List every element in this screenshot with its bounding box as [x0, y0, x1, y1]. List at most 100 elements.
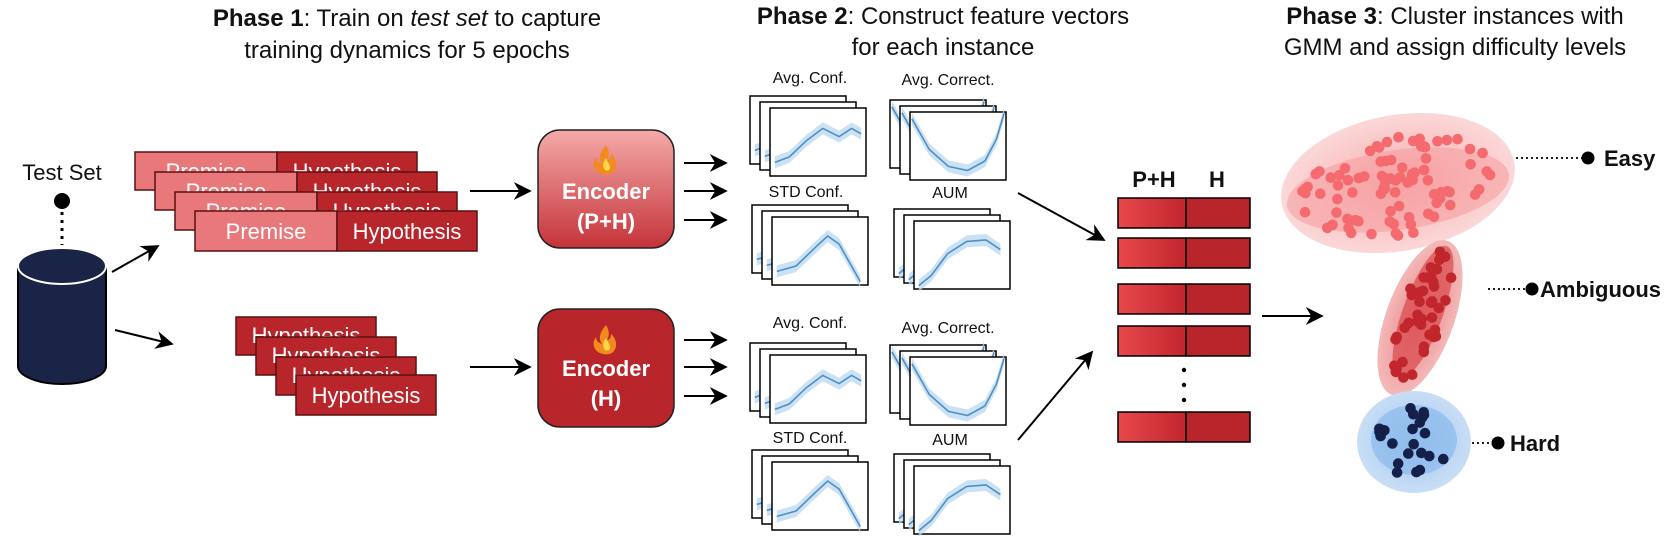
hard-point	[1419, 427, 1431, 439]
ambiguous-point	[1414, 296, 1425, 308]
metric-label-avg-correct: Avg. Correct.	[901, 320, 994, 337]
ambiguous-point	[1418, 272, 1430, 283]
feature-row	[1117, 325, 1251, 357]
feature-table-header-h: H	[1209, 167, 1225, 192]
std-conf-panel-top	[751, 204, 869, 288]
ambiguous-point	[1433, 302, 1444, 314]
premise-hypothesis-stack: Premise Hypothesis Premise Hypothesis Pr…	[134, 151, 478, 252]
chart-frame	[769, 107, 867, 177]
test-set-dot	[54, 193, 70, 209]
ambiguous-point	[1391, 331, 1403, 343]
hard-point	[1411, 466, 1422, 478]
phase-2-title-line2: for each instance	[852, 34, 1035, 61]
encoder-ph-output-arrows	[684, 154, 728, 229]
hypothesis-only-stack: Hypothesis Hypothesis Hypothesis Hypothe…	[235, 316, 437, 416]
easy-point	[1381, 136, 1393, 148]
hard-point	[1424, 450, 1435, 462]
chart-frame	[771, 461, 869, 533]
easy-point	[1322, 222, 1333, 234]
easy-point	[1343, 222, 1354, 234]
ambiguous-point	[1424, 329, 1435, 341]
easy-point	[1397, 162, 1408, 173]
ambiguous-point	[1426, 296, 1438, 307]
ambiguous-point	[1406, 369, 1418, 381]
easy-point	[1315, 188, 1326, 199]
h-card: Hypothesis	[295, 374, 437, 416]
hard-cluster-points	[1374, 403, 1449, 478]
chart-frame	[913, 220, 1011, 292]
encoder-h-line2: (H)	[591, 386, 622, 411]
hypothesis-label: Hypothesis	[312, 383, 421, 408]
hard-point	[1408, 438, 1419, 450]
hard-cluster	[1357, 391, 1471, 493]
training-curve	[774, 374, 862, 411]
confidence-band	[774, 369, 862, 416]
easy-point	[1385, 205, 1396, 217]
feature-table-header-ph: P+H	[1132, 167, 1175, 192]
test-set-label: Test Set	[22, 160, 101, 185]
easy-point	[1314, 166, 1325, 177]
phase-2-title: Phase 2: Construct feature vectors for e…	[757, 3, 1129, 61]
ambiguous-cluster-ellipse-inner	[1392, 245, 1454, 379]
metric-label-aum: AUM	[932, 432, 968, 449]
training-curve	[918, 239, 1001, 287]
feature-cell-h	[1185, 283, 1251, 315]
easy-point	[1419, 141, 1431, 153]
easy-point	[1390, 175, 1401, 186]
easy-point	[1388, 218, 1400, 230]
ambiguous-point	[1417, 285, 1429, 297]
easy-point	[1465, 159, 1476, 170]
hard-point	[1416, 412, 1428, 424]
easy-point	[1389, 187, 1401, 198]
encoder-h-line1: Encoder	[562, 356, 650, 381]
avg-correct-panel-bottom	[889, 340, 1007, 426]
aum-panel-top	[893, 208, 1011, 292]
metric-label-std-conf: STD Conf.	[769, 184, 844, 201]
hard-point	[1416, 447, 1427, 459]
training-curve	[918, 484, 1001, 532]
hard-point	[1407, 423, 1418, 435]
feature-cell-h	[1185, 325, 1251, 357]
metric-label-std-conf: STD Conf.	[773, 430, 848, 447]
feature-row	[1117, 197, 1251, 229]
easy-point	[1353, 172, 1365, 184]
ambiguous-point	[1439, 251, 1451, 262]
chart-frame	[769, 354, 867, 424]
avg-correct-panel-top	[889, 95, 1007, 181]
ambiguous-point	[1440, 295, 1451, 306]
phase-1-title-line2: training dynamics for 5 epochs	[244, 37, 570, 64]
metric-label-avg-correct: Avg. Correct.	[901, 72, 994, 89]
arrow-ph-features-to-table	[1017, 192, 1106, 241]
training-curve	[776, 234, 861, 282]
confidence-band	[911, 352, 1005, 422]
metric-label-aum: AUM	[932, 185, 968, 202]
encoder-ph-line2: (P+H)	[577, 209, 635, 234]
metric-label-avg-conf: Avg. Conf.	[773, 70, 847, 87]
hard-point	[1391, 467, 1403, 478]
feature-row	[1117, 237, 1251, 269]
hard-point	[1387, 438, 1398, 449]
easy-cluster	[1281, 112, 1515, 254]
easy-point	[1342, 174, 1354, 186]
easy-point	[1452, 133, 1463, 145]
ambiguous-point	[1416, 313, 1428, 325]
easy-point	[1441, 134, 1453, 146]
easy-point	[1432, 136, 1443, 147]
easy-point	[1445, 199, 1456, 211]
phase-1-title: Phase 1: Train on test set to capture tr…	[213, 5, 601, 64]
confidence-band	[774, 122, 862, 169]
easy-point	[1393, 200, 1405, 212]
ambiguous-cluster	[1377, 240, 1463, 396]
easy-point	[1422, 175, 1434, 186]
feature-cell-ph	[1117, 197, 1187, 229]
avg-conf-panel-top	[749, 95, 867, 177]
easy-point	[1332, 180, 1344, 191]
hard-label: Hard	[1510, 431, 1560, 456]
avg-conf-panel-bottom	[749, 342, 867, 424]
easy-point	[1392, 230, 1404, 241]
feature-vector-table: P+H H	[1117, 167, 1251, 443]
hard-leader-dot	[1491, 436, 1505, 450]
easy-point	[1477, 147, 1488, 159]
hard-point	[1403, 448, 1414, 459]
flame-icon	[593, 325, 617, 355]
